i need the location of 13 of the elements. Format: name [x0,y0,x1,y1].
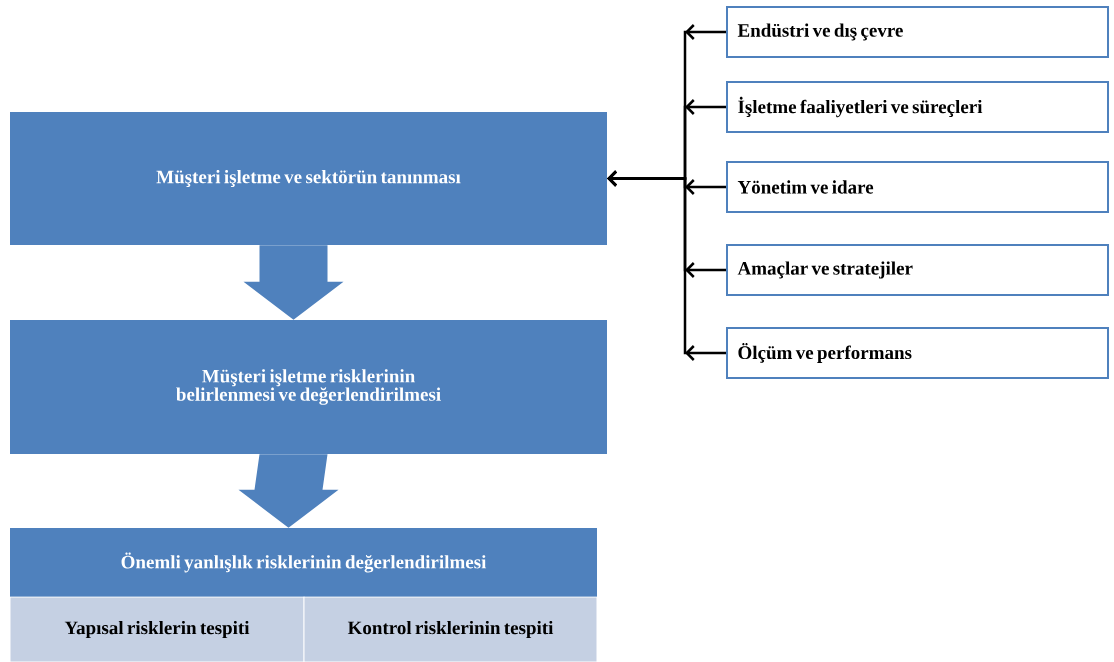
table-cell: Yapısal risklerin tespiti [9,596,305,662]
factor-box: Yönetim ve idare [726,161,1109,213]
block-arrow [243,245,344,320]
factor-box: Amaçlar ve stratejiler [726,244,1109,296]
factor-box: Ölçüm ve performans [726,327,1109,379]
table-cell: Kontrol risklerinin tespiti [303,596,598,662]
factor-box: İşletme faaliyetleri ve süreçleri [726,81,1109,133]
process-box: Müşteri işletme risklerinin belirlenmesi ve değerlendirilmesi [10,320,607,454]
factor-box: Endüstri ve dış çevre [726,6,1109,58]
process-box: Müşteri işletme ve sektörün tanınması [10,112,607,245]
arrow [607,170,726,361]
block-arrow [238,454,339,528]
process-box: Önemli yanlışlık risklerinin değerlendirilmesi [10,528,597,597]
